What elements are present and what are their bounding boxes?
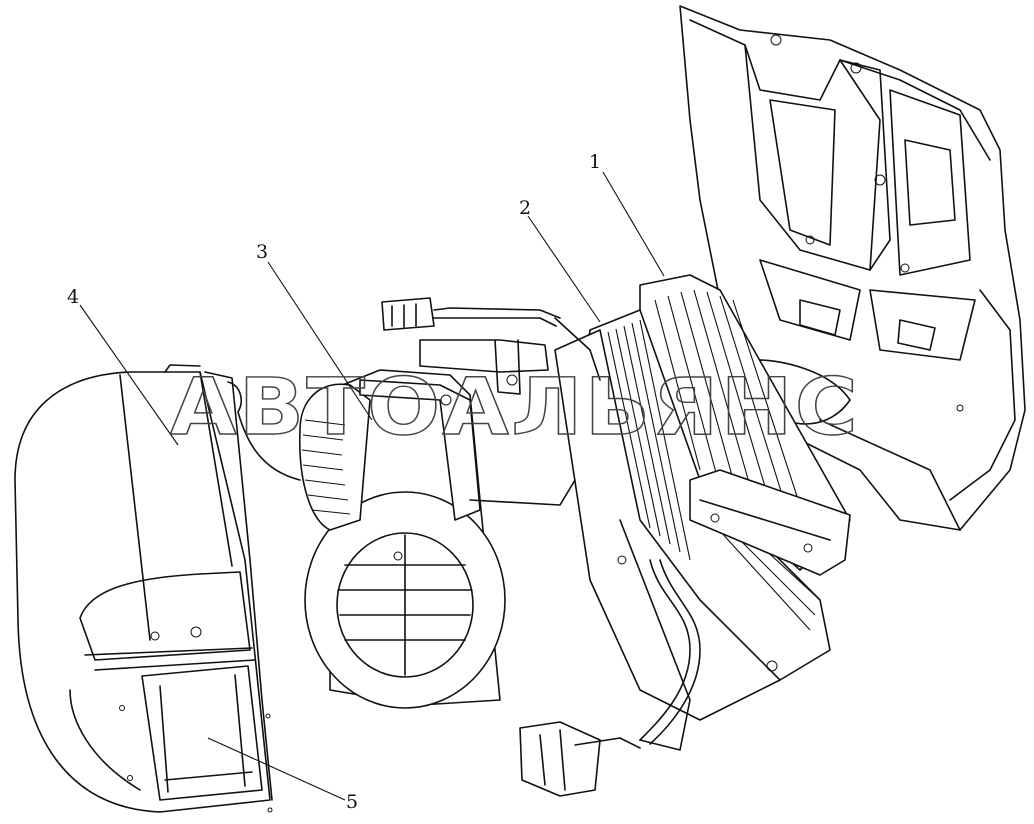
callout-leaders bbox=[79, 171, 665, 801]
watermark-text: АВТОАЛЬЯНС bbox=[170, 363, 860, 453]
heat-exchanger-core bbox=[579, 274, 851, 681]
leader-5 bbox=[207, 737, 346, 801]
callout-4: 4 bbox=[67, 286, 79, 308]
blower-fan-housing bbox=[298, 339, 576, 709]
callout-1: 1 bbox=[589, 151, 601, 173]
fan-blades bbox=[301, 419, 351, 515]
callout-5: 5 bbox=[346, 791, 358, 813]
blower-cover bbox=[14, 364, 301, 813]
leader-4 bbox=[79, 304, 179, 446]
leader-2 bbox=[527, 215, 601, 323]
pipe-and-bracket bbox=[519, 329, 781, 797]
callout-2: 2 bbox=[519, 197, 531, 219]
callout-3: 3 bbox=[256, 241, 268, 263]
leader-1 bbox=[602, 171, 665, 277]
leader-3 bbox=[267, 261, 373, 421]
callout-labels: 1 2 3 4 5 bbox=[67, 151, 601, 813]
wiring-harness bbox=[381, 297, 601, 381]
